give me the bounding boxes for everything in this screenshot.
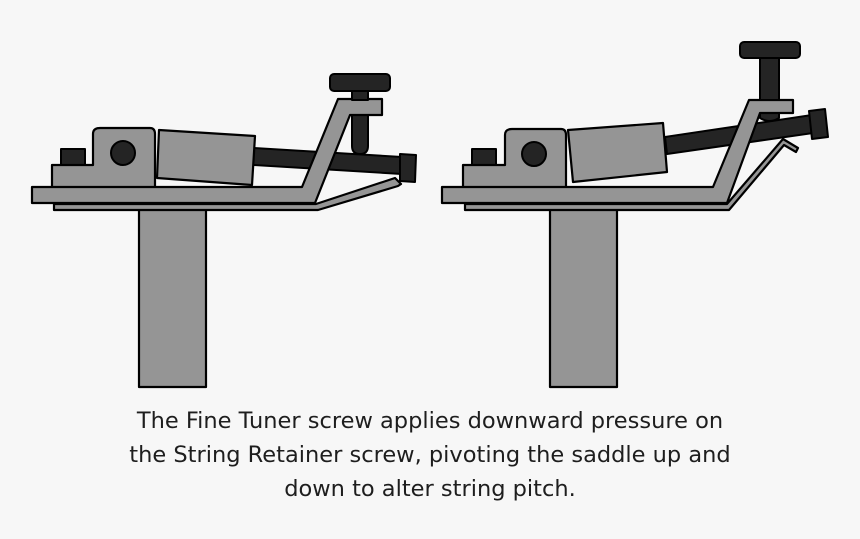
spring-wire-left	[52, 176, 403, 212]
fine-tuner-knob-right	[739, 41, 801, 59]
fine-tuner-shaft-right	[759, 55, 780, 101]
pivot-pin-right	[521, 141, 547, 167]
base-plate-left	[30, 97, 384, 205]
base-plate-right	[440, 98, 795, 205]
bridge-assembly-left	[30, 73, 417, 389]
small-screw-left	[60, 148, 86, 167]
bridge-assembly-right	[440, 41, 829, 389]
caption-line: down to alter string pitch.	[284, 476, 576, 502]
post-left	[137, 205, 208, 389]
fine-tuner-screw-shaft-left	[351, 111, 369, 155]
retainer-screw-head-right	[808, 108, 829, 140]
saddle-right	[566, 121, 669, 184]
saddle-left	[155, 128, 257, 187]
spring-wire-right	[463, 137, 800, 212]
caption-line: the String Retainer screw, pivoting the …	[129, 442, 731, 468]
post-right	[548, 205, 619, 389]
pivot-pin-left	[110, 140, 136, 166]
small-screw-right	[471, 148, 497, 167]
retainer-screw-head-left	[399, 153, 417, 183]
fine-tuner-knob-left	[329, 73, 391, 92]
caption-line: The Fine Tuner screw applies downward pr…	[136, 408, 724, 434]
caption: The Fine Tuner screw applies downward pr…	[0, 404, 860, 506]
